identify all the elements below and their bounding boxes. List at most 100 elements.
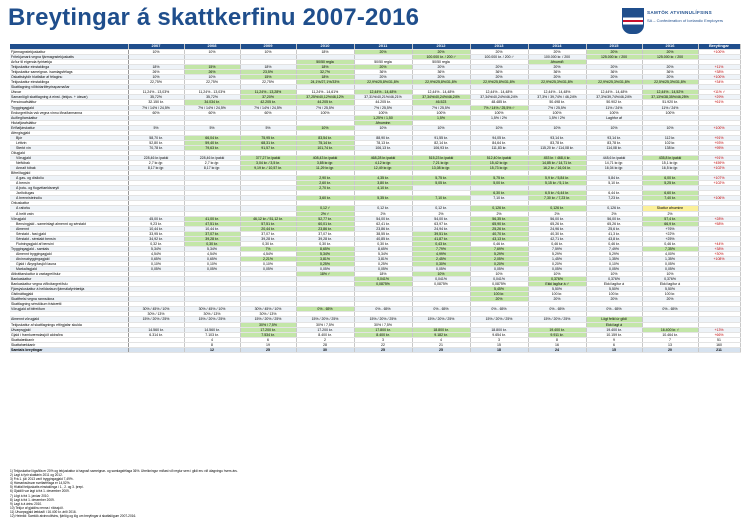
table-cell: +102% — [698, 180, 741, 187]
summary-cell — [128, 337, 185, 343]
table-cell — [184, 130, 241, 136]
row-label: Bankaskattur — [10, 276, 129, 283]
table-cell: 12,44% - 14,48% — [528, 89, 587, 96]
row-label: Sérstakt - fast gjald — [10, 231, 129, 237]
table-cell: 2,70 kr. — [296, 185, 355, 192]
table-cell — [240, 59, 297, 66]
table-cell: 0,32 kr. — [128, 241, 185, 247]
table-cell — [642, 200, 699, 207]
table-cell: 17.800 kr. — [354, 327, 413, 333]
table-cell: 7,59% — [528, 246, 587, 252]
table-cell: 0,0875% — [412, 281, 471, 288]
table-cell: 5,9 kr. / 5,84 kr. — [528, 175, 587, 182]
table-cell: 10% — [128, 74, 185, 81]
row-label: Á þotu- og flugvélaeldsneyti — [10, 185, 129, 192]
table-cell — [184, 175, 241, 182]
row-label: Útvarpsgjald — [10, 327, 129, 333]
table-cell — [698, 115, 741, 121]
table-cell: 44.205 kr. — [296, 99, 355, 106]
table-cell: 0,10% — [184, 261, 241, 268]
table-cell: 115,20 kr. / 114,08 kr. — [528, 145, 587, 151]
table-cell: 0% - 65% — [586, 306, 643, 313]
table-cell: 0,0875% — [470, 281, 529, 288]
table-cell — [184, 115, 241, 121]
table-cell: 10% — [528, 271, 587, 278]
table-cell: 15% / 20% / 25% — [528, 316, 587, 323]
summary-cell: 24 — [528, 347, 587, 353]
table-cell: 10.464 kr. — [642, 332, 699, 338]
table-cell — [698, 150, 741, 156]
table-cell: 5,34% — [296, 251, 355, 257]
table-cell: 2,60 kr. — [296, 180, 355, 187]
table-cell — [128, 291, 185, 298]
table-cell: 228,46 kr./pakki — [128, 155, 185, 162]
table-cell: 111,83 kr. — [470, 145, 529, 151]
table-cell: 15% — [240, 74, 297, 81]
row-label: Orkuskattur — [10, 200, 129, 207]
table-cell — [698, 301, 741, 308]
table-cell — [240, 84, 297, 91]
table-cell: 20% — [412, 49, 471, 56]
table-cell — [296, 311, 355, 318]
table-cell: 56,35 kr. — [470, 216, 529, 222]
sa-logo: SAMTÖK ATVINNULÍFSINS SA – Confederation… — [622, 6, 744, 36]
table-cell: 7,21 kr./gr. — [412, 160, 471, 167]
table-cell: 0,12 kr. — [354, 205, 413, 212]
table-cell: 75,95 kr. — [240, 135, 297, 141]
table-cell — [296, 120, 355, 126]
table-cell: 37,07 kr. — [184, 231, 241, 237]
summary-cell: 3 — [470, 337, 529, 343]
table-cell: 7.534 kr. — [240, 332, 297, 338]
table-cell: 114,08 kr. — [586, 145, 643, 151]
table-cell: 138 kr. — [642, 145, 699, 151]
table-cell: 2,45% — [412, 256, 471, 262]
table-cell: 83,78 kr. — [528, 140, 587, 146]
table-cell: 0% - 65% — [642, 306, 699, 313]
table-cell: 10% — [354, 125, 413, 131]
table-cell — [698, 296, 741, 303]
table-cell: 19.400 kr. — [528, 327, 587, 333]
table-cell: 10,44 kr. — [128, 226, 185, 232]
table-cell: Lögt felld úr gildi — [586, 316, 643, 323]
table-cell: 37,31%/40,21%/46,21% — [354, 94, 413, 101]
footnote: 6) Gjaldið var lagt á frá 1. desember 20… — [10, 489, 70, 494]
table-cell — [698, 211, 741, 217]
table-cell: 435,8 kr./pakki — [642, 155, 699, 162]
summary-cell: 13 — [642, 342, 699, 348]
table-cell — [470, 84, 529, 91]
table-cell — [528, 301, 587, 308]
table-cell: 20,44 kr. — [240, 226, 297, 232]
table-cell — [128, 286, 185, 293]
table-cell: 0,10% — [240, 261, 297, 268]
table-cell: 58,70 kr. — [128, 135, 185, 141]
table-cell: 25,26 kr. — [470, 226, 529, 232]
table-cell: 0,20% — [528, 261, 587, 268]
table-cell: +108% — [698, 256, 741, 262]
table-cell: 100 kr. — [642, 291, 699, 298]
table-cell: Ekki lagður á — [586, 281, 643, 288]
table-cell: 52,77 kr. — [296, 216, 355, 222]
table-cell: 7,79% — [412, 246, 471, 252]
table-cell: 93,14 kr. — [586, 135, 643, 141]
summary-cell: 21 — [412, 342, 471, 348]
table-cell: 22,75% — [184, 79, 241, 86]
table-cell: 37,07 kr. — [240, 231, 297, 237]
table-cell: 93,14 kr. — [528, 135, 587, 141]
table-cell: 17.200 kr. — [240, 327, 297, 333]
table-cell: 5% — [240, 125, 297, 131]
table-cell: 20% — [528, 74, 587, 81]
row-label: Arður til eigenda fyrirtækja — [10, 59, 129, 66]
table-cell — [470, 120, 529, 126]
table-cell: 9,19 kr. / 10,57 kr. — [240, 165, 297, 172]
table-cell: 6,44 kr. — [586, 190, 643, 197]
row-label: Á brennisteinolíu — [10, 195, 129, 202]
